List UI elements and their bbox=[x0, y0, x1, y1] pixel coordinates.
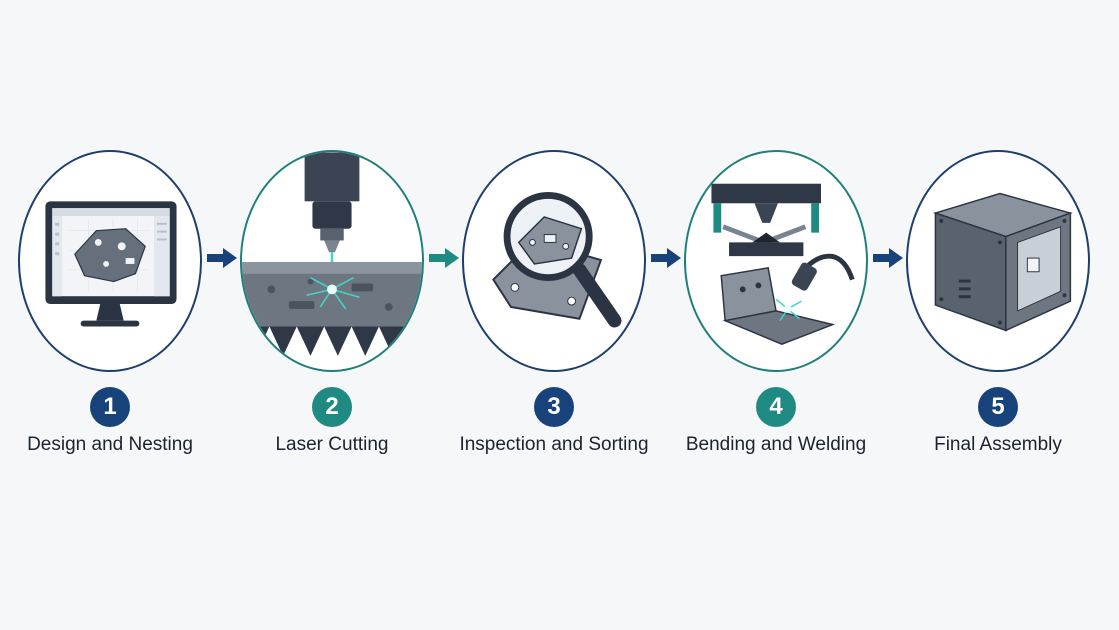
step-1-label: Design and Nesting bbox=[27, 434, 193, 455]
step-1-number-badge: 1 bbox=[90, 387, 130, 427]
step-4-number-badge: 4 bbox=[756, 387, 796, 427]
step-inspection-and-sorting: 3 Inspection and Sorting bbox=[459, 150, 649, 480]
step-bending-and-welding: 4 Bending and Welding bbox=[681, 150, 871, 480]
step-final-assembly: 5 Final Assembly bbox=[903, 150, 1093, 480]
step-5-label: Final Assembly bbox=[934, 434, 1062, 455]
step-4-label: Bending and Welding bbox=[685, 434, 867, 455]
step-3-illustration bbox=[462, 150, 646, 372]
step-1-illustration bbox=[18, 150, 202, 372]
step-5-number-badge: 5 bbox=[978, 387, 1018, 427]
laser-cutter-icon bbox=[242, 152, 422, 356]
step-5-illustration bbox=[906, 150, 1090, 372]
step-3-number-badge: 3 bbox=[534, 387, 574, 427]
magnifier-icon bbox=[492, 192, 622, 328]
arrow-right-icon bbox=[873, 248, 903, 268]
arrow-right-icon bbox=[651, 248, 681, 268]
arrow-right-icon bbox=[429, 248, 459, 268]
enclosure-icon bbox=[932, 192, 1073, 332]
press-brake-welding-icon bbox=[711, 183, 855, 345]
step-2-illustration bbox=[240, 150, 424, 372]
step-laser-cutting: 2 Laser Cutting bbox=[237, 150, 427, 480]
step-design-and-nesting: 1 Design and Nesting bbox=[15, 150, 205, 480]
step-4-illustration bbox=[684, 150, 868, 372]
arrow-right-icon bbox=[207, 248, 237, 268]
step-3-label: Inspection and Sorting bbox=[459, 434, 649, 455]
cad-monitor-icon bbox=[45, 201, 177, 327]
step-2-number-badge: 2 bbox=[312, 387, 352, 427]
step-2-label: Laser Cutting bbox=[275, 434, 389, 455]
